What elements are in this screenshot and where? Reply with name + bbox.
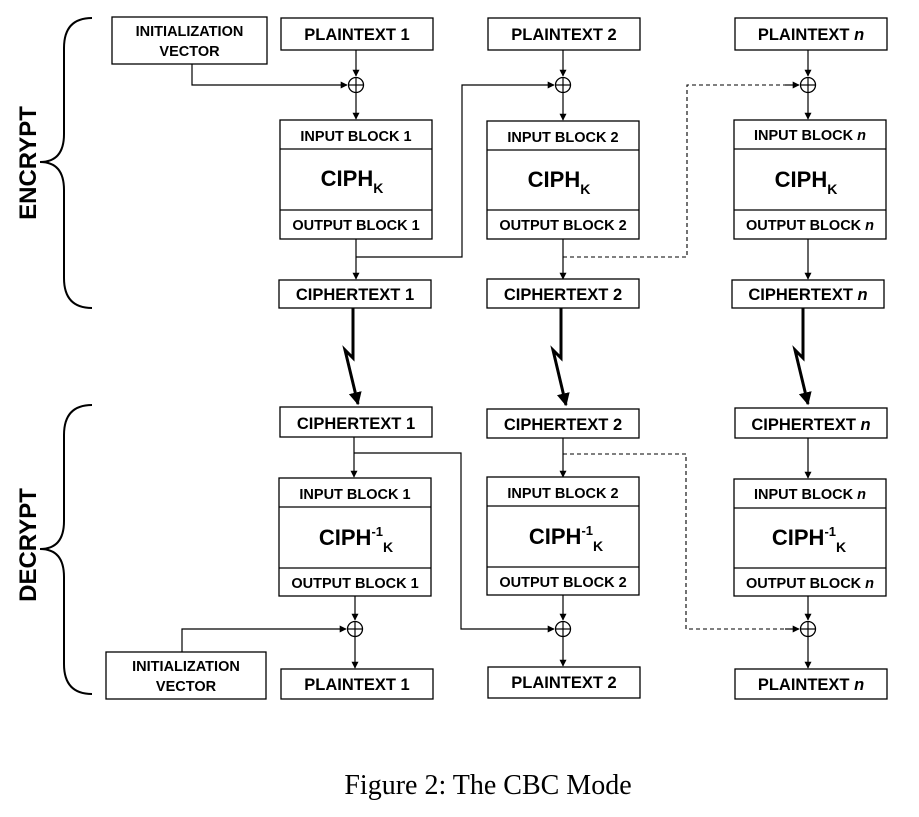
decrypt-plaintext-1: PLAINTEXT 1 <box>304 676 409 694</box>
encrypt-plaintext-2-box <box>487 17 641 51</box>
decrypt-input-block-1: INPUT BLOCK 1 <box>299 487 410 503</box>
decrypt-input-block-2: INPUT BLOCK 2 <box>507 486 618 502</box>
encrypt-iv-box <box>111 16 268 65</box>
transmit-arrow-n <box>792 308 812 406</box>
encrypt-xor-1-icon <box>347 76 365 94</box>
decrypt-xor-1-icon <box>346 620 364 638</box>
decrypt-iv-box <box>105 651 267 700</box>
encrypt-ciphertext-1: CIPHERTEXT 1 <box>296 286 414 304</box>
encrypt-xor-n-icon <box>799 76 817 94</box>
decrypt-ciphertext-2: CIPHERTEXT 2 <box>504 416 622 434</box>
encrypt-plaintext-n-box <box>734 17 888 51</box>
encrypt-label: ENCRYPT <box>15 106 42 220</box>
encrypt-chain-1-2 <box>356 81 555 258</box>
decrypt-plaintext-1-box <box>280 668 434 700</box>
decrypt-ciphertext-2-box <box>486 408 640 439</box>
encrypt-ciph-1: CIPHK <box>321 166 384 196</box>
encrypt-brace <box>39 17 93 309</box>
decrypt-chain-1-2 <box>354 452 555 633</box>
decrypt-plaintext-n: PLAINTEXT n <box>758 676 864 694</box>
decrypt-chain-2-n <box>563 453 799 630</box>
encrypt-ciphertext-n-box <box>731 279 885 309</box>
encrypt-cipher-block-n: INPUT BLOCK n CIPHK OUTPUT BLOCK n <box>733 119 887 240</box>
decrypt-arrow-iv-xor <box>181 625 347 652</box>
decrypt-xor-n-icon <box>799 620 817 638</box>
decrypt-ciphertext-1-box <box>279 406 433 438</box>
encrypt-ciphertext-2: CIPHERTEXT 2 <box>504 286 622 304</box>
encrypt-output-block-n: OUTPUT BLOCK n <box>746 218 874 234</box>
decrypt-cipher-block-1: INPUT BLOCK 1 CIPH-1K OUTPUT BLOCK 1 <box>278 477 432 597</box>
encrypt-plaintext-2: PLAINTEXT 2 <box>511 26 616 44</box>
decrypt-output-block-2: OUTPUT BLOCK 2 <box>499 575 626 591</box>
encrypt-iv-line2: VECTOR <box>159 44 220 60</box>
encrypt-cipher-block-2: INPUT BLOCK 2 CIPHK OUTPUT BLOCK 2 <box>486 120 640 240</box>
encrypt-output-block-1: OUTPUT BLOCK 1 <box>292 218 419 234</box>
decrypt-ciph-inv-2: CIPH-1K <box>529 523 603 554</box>
encrypt-xor-2-icon <box>554 76 572 94</box>
encrypt-output-block-2: OUTPUT BLOCK 2 <box>499 218 626 234</box>
encrypt-plaintext-n: PLAINTEXT n <box>758 26 864 44</box>
decrypt-ciphertext-1: CIPHERTEXT 1 <box>297 415 415 433</box>
decrypt-plaintext-2-box <box>487 666 641 699</box>
encrypt-ciph-2: CIPHK <box>528 167 591 197</box>
decrypt-plaintext-n-box <box>734 668 888 700</box>
encrypt-input-block-n: INPUT BLOCK n <box>754 128 866 144</box>
decrypt-output-block-n: OUTPUT BLOCK n <box>746 576 874 592</box>
decrypt-label: DECRYPT <box>15 488 42 602</box>
decrypt-cipher-block-2: INPUT BLOCK 2 CIPH-1K OUTPUT BLOCK 2 <box>486 476 640 596</box>
encrypt-plaintext-1: PLAINTEXT 1 <box>304 26 409 44</box>
decrypt-ciphertext-n: CIPHERTEXT n <box>751 416 870 434</box>
decrypt-iv-line2: VECTOR <box>156 679 217 695</box>
decrypt-ciphertext-n-box <box>734 407 888 439</box>
encrypt-input-block-1: INPUT BLOCK 1 <box>300 129 411 145</box>
encrypt-ciphertext-1-box <box>278 279 432 309</box>
encrypt-input-block-2: INPUT BLOCK 2 <box>507 130 618 146</box>
encrypt-arrow-iv-xor <box>191 64 348 89</box>
encrypt-ciphertext-2-box <box>486 278 640 309</box>
decrypt-ciph-inv-n: CIPH-1K <box>772 524 846 555</box>
decrypt-output-block-1: OUTPUT BLOCK 1 <box>291 576 418 592</box>
encrypt-chain-2-n <box>563 84 799 258</box>
encrypt-ciph-n: CIPHK <box>775 167 838 197</box>
decrypt-input-block-n: INPUT BLOCK n <box>754 487 866 503</box>
encrypt-plaintext-1-box <box>280 17 434 51</box>
encrypt-cipher-block-1: INPUT BLOCK 1 CIPHK OUTPUT BLOCK 1 <box>279 119 433 240</box>
transmit-arrow-1 <box>342 308 362 406</box>
decrypt-xor-2-icon <box>554 620 572 638</box>
decrypt-plaintext-2: PLAINTEXT 2 <box>511 674 616 692</box>
decrypt-ciph-inv-1: CIPH-1K <box>319 524 393 555</box>
encrypt-iv-line1: INITIALIZATION <box>136 24 244 40</box>
encrypt-ciphertext-n: CIPHERTEXT n <box>748 286 867 304</box>
transmit-arrow-2 <box>550 308 570 407</box>
decrypt-brace <box>39 404 93 695</box>
figure-caption: Figure 2: The CBC Mode <box>344 770 631 801</box>
decrypt-cipher-block-n: INPUT BLOCK n CIPH-1K OUTPUT BLOCK n <box>733 478 887 597</box>
decrypt-iv-line1: INITIALIZATION <box>132 659 240 675</box>
